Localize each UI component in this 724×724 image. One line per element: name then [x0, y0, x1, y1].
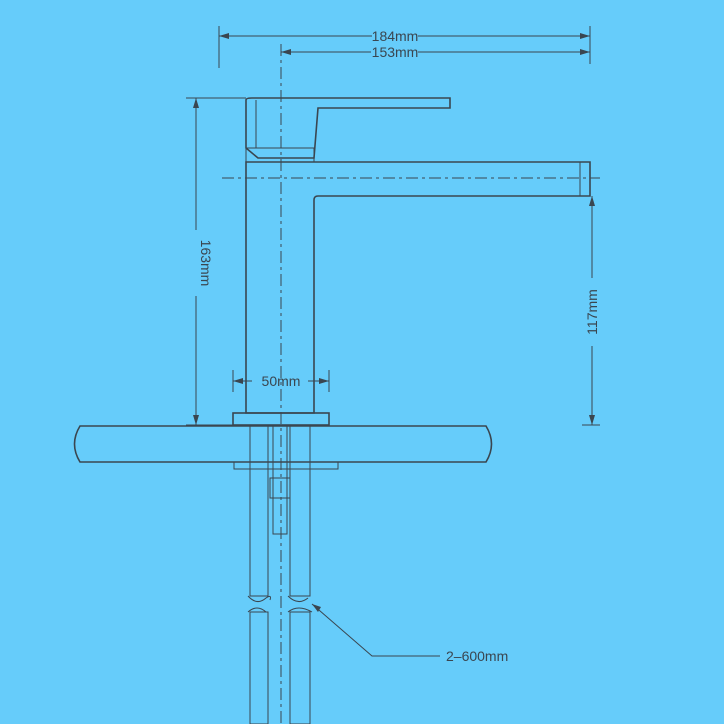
dim-spout-height: 117mm — [582, 196, 600, 426]
label-overall-height: 163mm — [198, 240, 214, 287]
dim-overall-width: 184mm — [218, 26, 591, 68]
dim-overall-height: 163mm — [186, 97, 246, 426]
label-hose-length: 2–600mm — [446, 648, 508, 664]
supply-hoses — [247, 425, 313, 724]
label-spout-height: 117mm — [584, 289, 600, 335]
countertop — [73, 425, 493, 463]
label-spout-reach: 153mm — [372, 44, 419, 60]
label-base-width: 50mm — [262, 373, 301, 389]
label-overall-width: 184mm — [372, 28, 419, 44]
threaded-rod — [269, 425, 291, 535]
dim-spout-reach: 153mm — [281, 44, 590, 60]
fixing-plate — [233, 461, 339, 470]
tap-body — [232, 97, 591, 426]
dim-hose-length: 2–600mm — [311, 603, 508, 664]
dim-base-width: 50mm — [232, 370, 330, 392]
centre-lines — [222, 44, 600, 724]
